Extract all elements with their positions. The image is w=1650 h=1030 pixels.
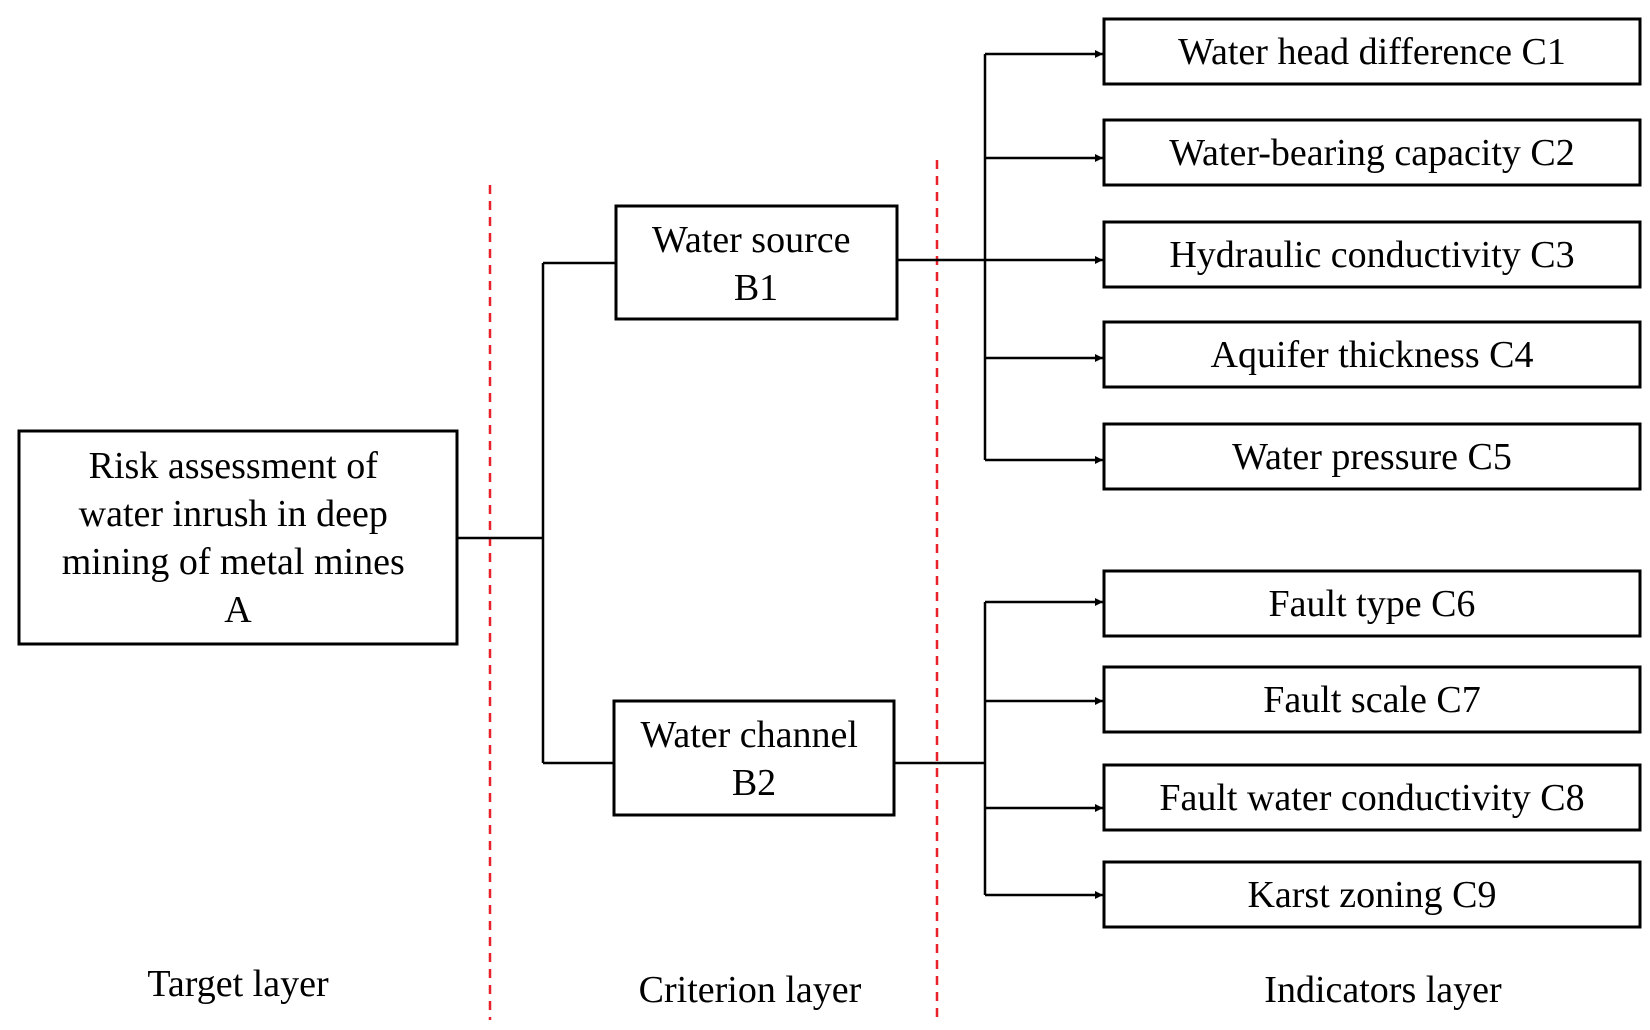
b1-connectors (896, 50, 1103, 464)
indicator-node-c3: Hydraulic conductivity C3 (1102, 220, 1642, 289)
indicator-label-c7: Fault scale C7 (1263, 679, 1480, 721)
target-label-line: Risk assessment of (89, 445, 379, 487)
indicator-node-c8: Fault water conductivity C8 (1102, 763, 1642, 832)
criterion-label-line: B2 (732, 762, 776, 804)
target-connectors (458, 261, 615, 765)
indicator-box-c7 (1102, 665, 1642, 734)
criterion-node-b1: Water source B1 (614, 204, 899, 321)
criterion-label-line: Water channel (641, 714, 858, 756)
layer-label-indicators: Indicators layer (1264, 969, 1502, 1011)
b2-connectors (893, 598, 1103, 899)
indicator-label-c3: Hydraulic conductivity C3 (1169, 234, 1574, 276)
criterion-label-line: B1 (734, 267, 778, 309)
criterion-box-b2 (612, 699, 896, 817)
indicator-box-c4 (1102, 320, 1642, 389)
indicator-box-c8 (1102, 763, 1642, 832)
indicator-node-c4: Aquifer thickness C4 (1102, 320, 1642, 389)
indicator-node-c5: Water pressure C5 (1102, 422, 1642, 491)
target-label-line: water inrush in deep (79, 493, 388, 535)
indicator-node-c2: Water-bearing capacity C2 (1102, 118, 1642, 187)
indicator-node-c6: Fault type C6 (1102, 569, 1642, 638)
indicator-box-c9 (1102, 860, 1642, 929)
layer-label-target: Target layer (147, 963, 329, 1005)
criterion-label-b1: Water source B1 (652, 219, 860, 309)
indicator-box-c2 (1102, 118, 1642, 187)
indicator-box-c6 (1102, 569, 1642, 638)
layer-label-criterion: Criterion layer (639, 969, 862, 1011)
criterion-label-line: Water source (652, 219, 850, 261)
indicator-label-c4: Aquifer thickness C4 (1211, 334, 1534, 376)
target-label-line: mining of metal mines (62, 541, 405, 583)
target-box (17, 429, 459, 646)
criterion-node-b2: Water channel B2 (612, 699, 896, 817)
indicator-label-c9: Karst zoning C9 (1247, 874, 1496, 916)
target-label: Risk assessment of water inrush in deep … (62, 445, 415, 631)
indicator-node-c7: Fault scale C7 (1102, 665, 1642, 734)
indicator-box-c3 (1102, 220, 1642, 289)
indicator-node-c1: Water head difference C1 (1102, 17, 1642, 86)
indicator-label-c6: Fault type C6 (1269, 583, 1476, 625)
indicator-label-c1: Water head difference C1 (1178, 31, 1566, 73)
target-node: Risk assessment of water inrush in deep … (17, 429, 459, 646)
indicator-box-c5 (1102, 422, 1642, 491)
criterion-label-b2: Water channel B2 (641, 714, 868, 804)
criterion-box-b1 (614, 204, 899, 321)
indicator-node-c9: Karst zoning C9 (1102, 860, 1642, 929)
indicator-label-c8: Fault water conductivity C8 (1159, 777, 1584, 819)
indicator-label-c2: Water-bearing capacity C2 (1169, 132, 1575, 174)
indicator-box-c1 (1102, 17, 1642, 86)
target-label-line: A (224, 589, 252, 631)
indicator-label-c5: Water pressure C5 (1232, 436, 1512, 478)
